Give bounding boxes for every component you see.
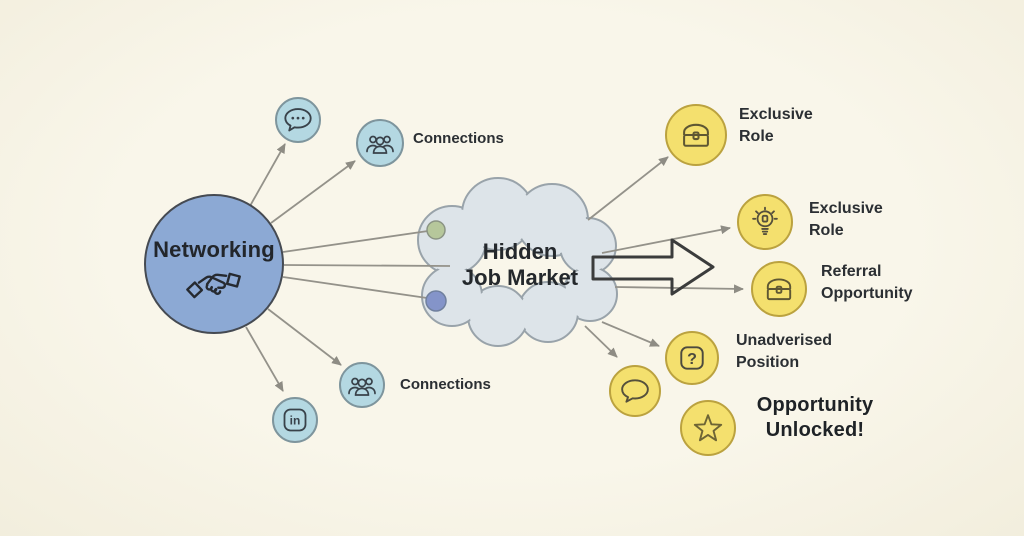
flow-arrow-icon xyxy=(591,238,715,296)
linkedin-node: in xyxy=(272,397,318,443)
people-group-icon xyxy=(366,135,394,154)
lightbulb-icon xyxy=(752,206,778,235)
hidden-job-market-label: Hidden Job Market xyxy=(461,239,579,290)
chat-bubble-node xyxy=(275,97,321,143)
referral-opportunity-label: Referral Opportunity xyxy=(821,263,913,302)
exclusive-role-top-node xyxy=(665,104,727,166)
people-group-icon xyxy=(348,377,376,396)
svg-text:?: ? xyxy=(687,350,697,368)
star-icon xyxy=(693,414,723,442)
svg-text:in: in xyxy=(290,414,301,428)
unadverised-position-label: Unadverised Position xyxy=(736,332,833,371)
connections-bottom-label: Connections xyxy=(400,376,491,393)
green-port-dot xyxy=(426,220,446,240)
speech-bubble-icon xyxy=(621,379,649,403)
exclusive-role-mid-label: Exclusive Role xyxy=(809,200,883,239)
networking-node: Networking xyxy=(144,194,284,334)
linkedin-icon: in xyxy=(283,408,307,432)
opportunity-unlocked-node xyxy=(680,400,736,456)
handshake-icon xyxy=(186,272,241,299)
unadverised-position-node: ? xyxy=(665,331,719,385)
speech-bubble-node xyxy=(609,365,661,417)
treasure-chest-icon xyxy=(683,123,709,147)
opportunity-unlocked-label: Opportunity Unlocked! xyxy=(756,394,874,441)
connections-bottom-node xyxy=(339,362,385,408)
blue-port-dot xyxy=(425,290,447,312)
referral-opportunity-node xyxy=(751,261,807,317)
chat-bubble-icon xyxy=(284,108,312,132)
exclusive-role-top-label: Exclusive Role xyxy=(739,106,813,145)
question-mark-icon: ? xyxy=(680,346,704,370)
networking-label: Networking xyxy=(153,237,275,262)
treasure-chest-icon xyxy=(766,278,792,301)
connections-top-node xyxy=(356,119,404,167)
exclusive-role-mid-node xyxy=(737,194,793,250)
connections-top-label: Connections xyxy=(413,130,504,147)
